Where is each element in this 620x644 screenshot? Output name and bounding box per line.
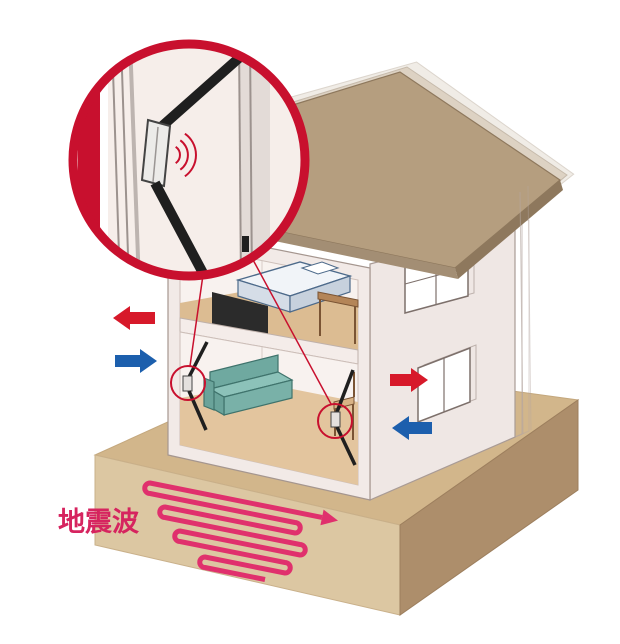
arrow-right-red-icon xyxy=(390,368,428,392)
frame-post-right xyxy=(240,48,270,272)
roof-shake-line-2 xyxy=(527,185,532,431)
arrow-left-red-icon xyxy=(113,306,155,330)
right-damper xyxy=(330,411,341,428)
seismic-wave-label: 地震波 xyxy=(58,507,140,538)
brace-upper xyxy=(156,48,252,132)
left-brace-lower xyxy=(187,390,208,431)
frame-bracket xyxy=(242,236,249,252)
vibration-waves-icon xyxy=(175,132,197,178)
damper-inner-line xyxy=(152,126,159,183)
arrow-left-blue-icon xyxy=(392,416,432,440)
damper-marker-right xyxy=(317,403,353,439)
seismic-wave-line xyxy=(142,480,323,582)
callout-line-right xyxy=(251,257,332,405)
frame-line-3 xyxy=(128,48,141,272)
arrow-right-blue-icon xyxy=(115,349,157,373)
damper-marker-left xyxy=(170,365,206,401)
house-front-cutaway xyxy=(167,227,371,501)
desk xyxy=(317,291,359,344)
force-arrows xyxy=(113,306,432,440)
wave-arc-large xyxy=(184,132,197,178)
sofa xyxy=(203,354,294,417)
left-damper xyxy=(182,375,193,392)
left-brace-upper xyxy=(187,341,209,378)
frame-line-4 xyxy=(238,48,242,272)
seismic-wave: 地震波 xyxy=(58,480,338,582)
brace-lower xyxy=(150,180,217,272)
frame-line-5 xyxy=(249,48,253,272)
roof-shake-line-1 xyxy=(519,191,524,435)
magnifier-ring xyxy=(68,39,310,281)
ground-side-face xyxy=(399,399,579,616)
desk-top xyxy=(317,291,359,308)
roof-eave-front xyxy=(262,228,458,279)
callout-markers xyxy=(170,257,353,439)
roof-group xyxy=(261,61,575,435)
right-brace-lower xyxy=(335,426,357,466)
wave-arc-medium xyxy=(179,139,189,171)
magnifier-white-strip xyxy=(100,48,108,272)
sofa-arm xyxy=(203,377,215,411)
magnifier-red-wall-band xyxy=(78,48,100,272)
callout-line-left xyxy=(189,274,204,367)
frame-line-1 xyxy=(111,48,121,272)
frame-line-2 xyxy=(120,48,130,272)
seismic-wave-arrowhead-icon xyxy=(320,509,338,526)
lower-window xyxy=(417,344,477,424)
bed-pillow xyxy=(300,261,340,275)
roof-fascia-right xyxy=(455,180,563,279)
magnifier-content xyxy=(77,48,301,272)
magnifier-detail xyxy=(68,39,310,281)
wave-arc-small xyxy=(175,145,181,165)
